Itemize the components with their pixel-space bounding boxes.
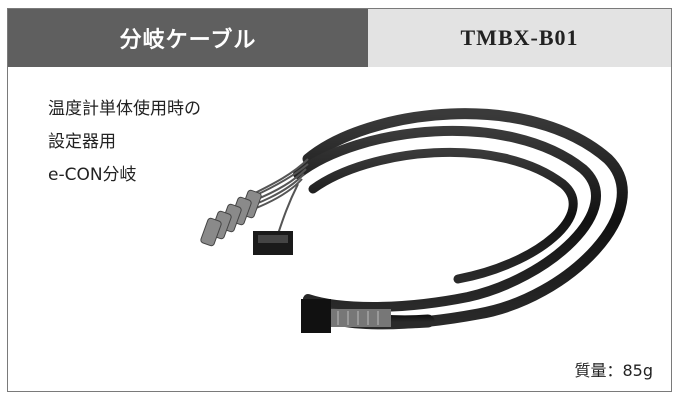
cable-product-photo — [200, 108, 628, 333]
description-line: 設定器用 — [48, 132, 116, 152]
cable-loop-inner — [293, 125, 601, 312]
card-header: 分岐ケーブル TMBX-B01 — [8, 9, 671, 67]
small-connector — [253, 231, 293, 255]
description-line: e-CON分岐 — [48, 165, 137, 185]
large-connector — [301, 299, 391, 333]
description-line: 温度計単体使用時の — [48, 99, 201, 119]
econ-plugs — [200, 189, 262, 247]
product-description: 温度計単体使用時の 設定器用 e-CON分岐 — [48, 93, 288, 192]
weight-spec: 質量：85g — [574, 361, 653, 380]
product-card: 分岐ケーブル TMBX-B01 — [7, 8, 672, 392]
cable-loop-third — [308, 147, 578, 284]
model-number: TMBX-B01 — [368, 9, 671, 67]
product-title: 分岐ケーブル — [8, 9, 368, 67]
